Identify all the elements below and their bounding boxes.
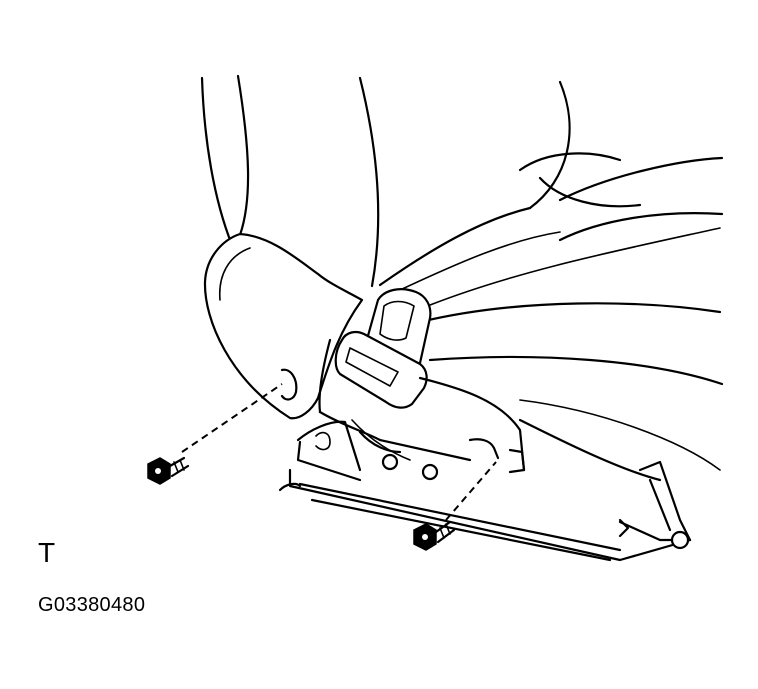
- bolt-upper: [147, 456, 190, 485]
- figure-id-label: G03380480: [38, 594, 146, 616]
- seat-backrest: [200, 74, 724, 291]
- seat-side-cover: [203, 232, 364, 420]
- torque-callout-label: T: [38, 537, 56, 568]
- seat-cushion: [418, 212, 724, 471]
- seat-belt-buckle: [334, 288, 432, 409]
- bolt-guide-line-upper: [181, 383, 283, 453]
- bolt-hole: [280, 368, 298, 401]
- buckle-mounting-bracket: [318, 338, 526, 474]
- bolt-guide-line-lower: [445, 461, 497, 521]
- bolt-lower: [413, 520, 456, 551]
- seat-rail-frame: [278, 418, 692, 562]
